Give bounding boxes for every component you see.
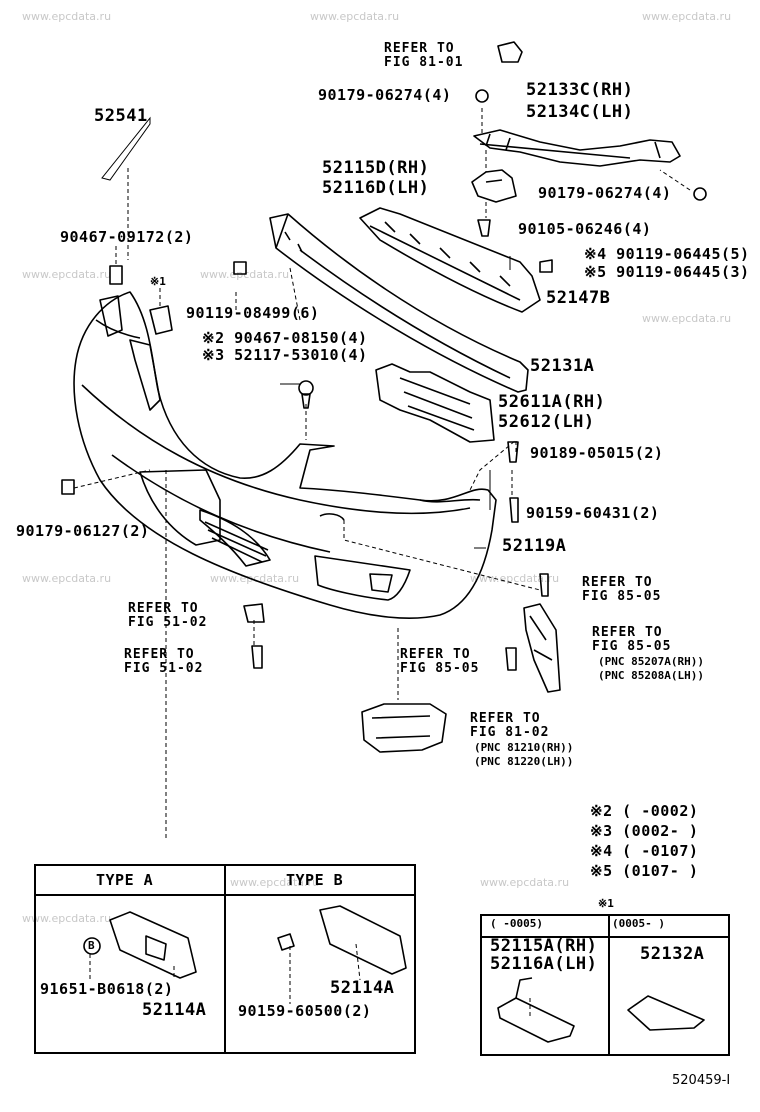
watermark: www.epcdata.ru	[22, 10, 112, 23]
refer-51-02-b-line2: FIG 51-02	[124, 661, 204, 676]
marker-b-label: B	[88, 939, 95, 952]
part-label-90189-05015: 90189-05015(2)	[530, 444, 664, 462]
watermark: www.epcdata.ru	[22, 572, 112, 585]
reinforcement-drawing	[269, 213, 529, 393]
part-label-52611A: 52611A(RH)	[498, 392, 606, 412]
watermark: www.epcdata.ru	[480, 876, 570, 889]
part-label-90119-08499: 90119-08499(6)	[186, 304, 320, 322]
part-label-52612: 52612(LH)	[498, 412, 595, 432]
part-label-52133C: 52133C(RH)	[526, 80, 634, 100]
part-label-90467-09172: 90467-09172(2)	[60, 228, 194, 246]
part-label-52541: 52541	[94, 106, 148, 126]
note-5: ※5 (0107- )	[590, 862, 699, 880]
upper-retainer-drawing	[473, 129, 681, 167]
part-label-52117-53010: ※3 52117-53010(4)	[202, 346, 368, 364]
part-label-90179-06274-right: 90179-06274(4)	[538, 184, 672, 202]
part-label-90179-06274: 90179-06274(4)	[318, 86, 452, 104]
refer-81-02-line2: FIG 81-02	[470, 725, 550, 740]
variant-part-52116A: 52116A(LH)	[490, 954, 598, 974]
note-4: ※4 ( -0107)	[590, 842, 699, 860]
part-label-90179-06127: 90179-06127(2)	[16, 522, 150, 540]
type-a-part-91651: 91651-B0618(2)	[40, 980, 174, 998]
side-retainer-drawing	[375, 363, 495, 443]
refer-81-02-pnc2: (PNC 81220(LH))	[474, 755, 574, 768]
marker-circle	[83, 937, 101, 955]
part-label-52119A: 52119A	[502, 536, 567, 556]
watermark: www.epcdata.ru	[470, 572, 560, 585]
part-label-90105-06246: 90105-06246(4)	[518, 220, 652, 238]
variant-mark: ※1	[598, 897, 614, 910]
watermark: www.epcdata.ru	[642, 312, 732, 325]
part-label-52115D: 52115D(RH)	[322, 158, 430, 178]
refer-85-05-line2: FIG 85-05	[582, 589, 662, 604]
refer-85-05-c-line1: REFER TO	[400, 647, 471, 662]
note-3: ※3 (0002- )	[590, 822, 699, 840]
type-a-part-52114A: 52114A	[142, 1000, 207, 1020]
watermark: www.epcdata.ru	[22, 268, 112, 281]
type-b-heading: TYPE B	[286, 871, 344, 889]
watermark: www.epcdata.ru	[230, 876, 320, 889]
variant-part-52132A: 52132A	[640, 944, 705, 964]
type-a-heading: TYPE A	[96, 871, 154, 889]
refer-85-05-b-pnc2: (PNC 85208A(LH))	[598, 669, 704, 682]
refer-85-05-b-line1: REFER TO	[592, 625, 663, 640]
part-label-90159-60431: 90159-60431(2)	[526, 504, 660, 522]
absorber-drawing	[359, 207, 541, 313]
variant-box	[480, 914, 730, 1056]
variant-col1-header: ( -0005)	[490, 917, 543, 930]
refer-85-05-b-line2: FIG 85-05	[592, 639, 672, 654]
part-label-90119-06445-a: ※4 90119-06445(5)	[584, 245, 750, 263]
type-box	[34, 864, 416, 1054]
watermark: www.epcdata.ru	[642, 10, 732, 23]
refer-81-01-line2: FIG 81-01	[384, 55, 464, 70]
refer-51-02-line1: REFER TO	[128, 601, 199, 616]
refer-85-05-c-line2: FIG 85-05	[400, 661, 480, 676]
refer-51-02-line2: FIG 51-02	[128, 615, 208, 630]
note-2: ※2 ( -0002)	[590, 802, 699, 820]
diagram-id: 520459-I	[672, 1073, 731, 1088]
watermark: www.epcdata.ru	[310, 10, 400, 23]
refer-81-01-line1: REFER TO	[384, 41, 455, 56]
watermark: www.epcdata.ru	[210, 572, 300, 585]
type-b-part-52114A: 52114A	[330, 978, 395, 998]
refer-85-05-line1: REFER TO	[582, 575, 653, 590]
refer-85-05-b-pnc1: (PNC 85207A(RH))	[598, 655, 704, 668]
watermark: www.epcdata.ru	[22, 912, 112, 925]
refer-81-02-pnc1: (PNC 81210(RH))	[474, 741, 574, 754]
part-label-52131A: 52131A	[530, 356, 595, 376]
variant-col2-header: (0005- )	[612, 917, 665, 930]
part-label-52147B: 52147B	[546, 288, 611, 308]
part-label-52116D: 52116D(LH)	[322, 178, 430, 198]
note-mark-1: ※1	[150, 275, 166, 288]
refer-81-02-line1: REFER TO	[470, 711, 541, 726]
variant-part-52115A: 52115A(RH)	[490, 936, 598, 956]
part-label-90119-06445-b: ※5 90119-06445(3)	[584, 263, 750, 281]
bracket-drawing	[471, 169, 517, 203]
refer-51-02-b-line1: REFER TO	[124, 647, 195, 662]
part-label-52134C: 52134C(LH)	[526, 102, 634, 122]
type-b-part-90159: 90159-60500(2)	[238, 1002, 372, 1020]
part-label-90467-08150: ※2 90467-08150(4)	[202, 329, 368, 347]
